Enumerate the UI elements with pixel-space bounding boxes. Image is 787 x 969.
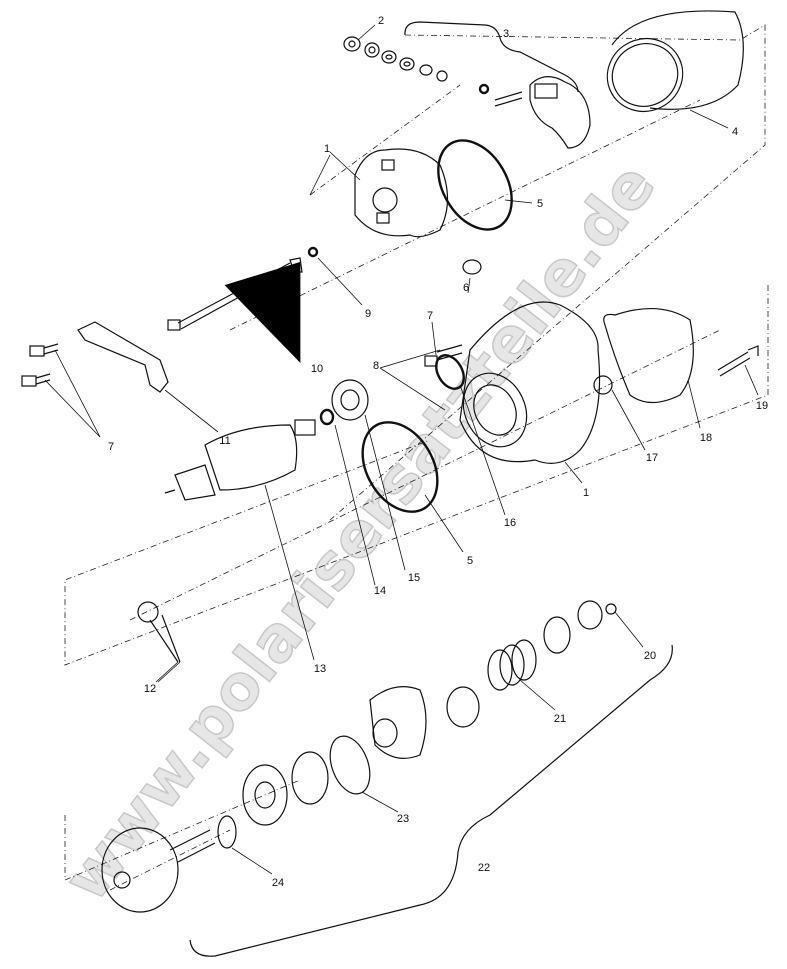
callout-9: 9 bbox=[365, 308, 371, 320]
part-5-o-ring-upper bbox=[437, 139, 513, 231]
callout-3: 3 bbox=[503, 28, 509, 40]
part-12-brush-spring bbox=[137, 601, 181, 663]
callout-10: 10 bbox=[311, 363, 323, 375]
part-22-clutch bbox=[369, 686, 427, 759]
part-18-gasket bbox=[603, 307, 694, 404]
callout-labels: 2 3 4 1 5 9 10 6 7 8 19 18 17 1 16 5 15 … bbox=[108, 15, 768, 889]
part-22-washer bbox=[242, 764, 288, 826]
callout-6: 6 bbox=[463, 282, 469, 294]
part-2-washers bbox=[343, 36, 448, 82]
watermark: www.polarisersatzteile.de bbox=[49, 149, 669, 914]
callout-2: 2 bbox=[378, 15, 384, 27]
part-11-bracket bbox=[77, 321, 169, 393]
part-22-bushing bbox=[446, 686, 480, 728]
part-14-snap-ring bbox=[319, 408, 335, 426]
callout-19: 19 bbox=[756, 400, 768, 412]
callout-12: 12 bbox=[144, 683, 156, 695]
part-5-o-ring-lower bbox=[361, 421, 439, 513]
callout-11: 11 bbox=[219, 435, 230, 447]
part-23-ring bbox=[329, 735, 371, 795]
callout-22: 22 bbox=[478, 862, 490, 874]
part-16-o-ring bbox=[435, 354, 465, 390]
part-20-collar bbox=[577, 600, 603, 630]
callout-21: 21 bbox=[554, 713, 566, 725]
callout-17: 17 bbox=[646, 452, 658, 464]
callout-1: 1 bbox=[324, 143, 330, 155]
part-19-bolt bbox=[717, 345, 759, 377]
part-22-cover bbox=[291, 751, 329, 805]
callout-23: 23 bbox=[397, 813, 409, 825]
callout-18: 18 bbox=[700, 432, 712, 444]
assembly-frames bbox=[64, 24, 769, 891]
callout-16: 16 bbox=[504, 517, 516, 529]
callout-13: 13 bbox=[314, 663, 326, 675]
part-1-front-housing bbox=[459, 301, 601, 464]
callout-5: 5 bbox=[537, 198, 543, 210]
callout-5-lower: 5 bbox=[467, 555, 473, 567]
part-24-snap-ring bbox=[217, 815, 237, 849]
brace-22 bbox=[189, 644, 673, 957]
part-4-yoke bbox=[606, 10, 744, 112]
part-17-washer bbox=[593, 375, 613, 395]
callout-20: 20 bbox=[644, 650, 656, 662]
part-21-sleeve bbox=[543, 616, 571, 654]
part-6-washer bbox=[462, 259, 482, 275]
part-1-rear-cover bbox=[354, 148, 449, 238]
part-7-screws bbox=[21, 343, 463, 387]
leader-lines bbox=[44, 24, 759, 875]
callout-8: 8 bbox=[373, 360, 379, 372]
part-21-spring bbox=[487, 639, 537, 691]
part-20-clip bbox=[605, 603, 617, 615]
callout-7-left: 7 bbox=[108, 441, 114, 453]
callout-14: 14 bbox=[374, 585, 386, 597]
part-22-pinion-shaft bbox=[101, 827, 216, 913]
callout-15: 15 bbox=[408, 572, 420, 584]
callout-1-front: 1 bbox=[583, 487, 589, 499]
callout-7: 7 bbox=[427, 310, 433, 322]
callout-4: 4 bbox=[732, 126, 738, 138]
part-9-o-ring bbox=[307, 246, 319, 258]
part-3-brush-holder bbox=[478, 76, 591, 149]
callout-24: 24 bbox=[272, 877, 284, 889]
part-13-armature bbox=[164, 419, 316, 501]
part-15-bearing bbox=[331, 379, 369, 421]
brace-3 bbox=[404, 21, 579, 93]
